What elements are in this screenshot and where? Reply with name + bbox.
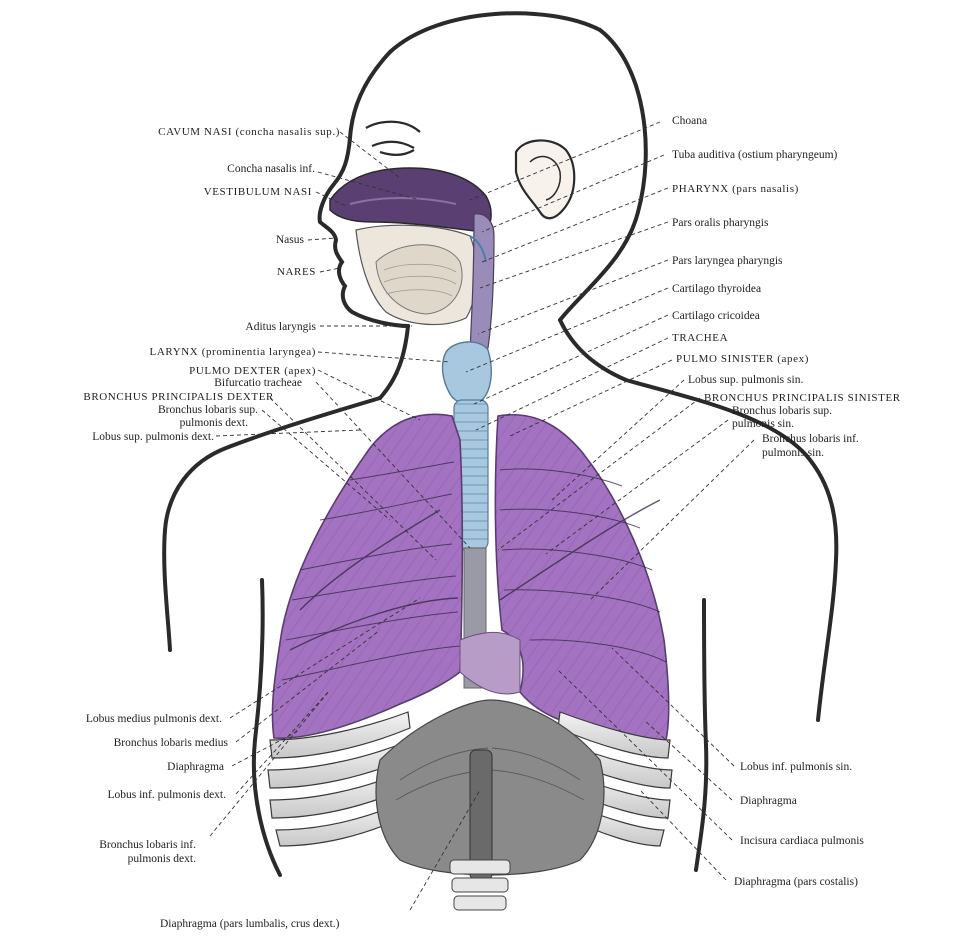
- label-lobus-medius-dext: Lobus medius pulmonis dext.: [86, 713, 222, 725]
- label-tuba-auditiva: Tuba auditiva (ostium pharyngeum): [672, 149, 838, 161]
- label-vestibulum-nasi: VESTIBULUM NASI: [204, 186, 312, 198]
- label-bronchus-lobaris-inf-dext-1: Bronchus lobaris inf.: [99, 839, 196, 851]
- label-choana: Choana: [672, 115, 707, 127]
- eye: [366, 122, 420, 155]
- label-diaphragma-left: Diaphragma: [167, 761, 224, 773]
- label-pars-laryngea: Pars laryngea pharyngis: [672, 255, 783, 267]
- ear: [516, 140, 574, 218]
- label-bronchus-principalis-sinister: BRONCHUS PRINCIPALIS SINISTER: [704, 392, 901, 404]
- arm-inner-right-outline: [696, 600, 706, 870]
- label-bronchus-lobaris-sup-dext-1: Bronchus lobaris sup.: [158, 404, 258, 416]
- label-lobus-sup-dext: Lobus sup. pulmonis dext.: [92, 431, 214, 443]
- label-concha-nasalis-inf: Concha nasalis inf.: [227, 163, 315, 175]
- larynx: [443, 342, 492, 404]
- label-bronchus-lobaris-sup-dext-2: pulmonis dext.: [180, 417, 248, 429]
- label-diaphragma-right: Diaphragma: [740, 795, 797, 807]
- left-lung: [495, 415, 668, 740]
- label-aditus-laryngis: Aditus laryngis: [245, 321, 316, 333]
- label-lobus-sup-sin: Lobus sup. pulmonis sin.: [688, 374, 803, 386]
- label-bronchus-lobaris-inf-dext-2: pulmonis dext.: [128, 853, 196, 865]
- neck-left-outline: [380, 326, 408, 398]
- label-pars-oralis: Pars oralis pharyngis: [672, 217, 769, 229]
- label-nasus: Nasus: [276, 234, 305, 246]
- labels-bottom: Diaphragma (pars lumbalis, crus dext.): [160, 918, 340, 930]
- vertebrae: [450, 860, 510, 910]
- oral-cavity: [356, 225, 476, 324]
- label-bronchus-lobaris-sup-sin-2: pulmonis sin.: [732, 418, 794, 430]
- label-bronchus-principalis-dexter: BRONCHUS PRINCIPALIS DEXTER: [83, 391, 274, 403]
- label-diaphragma-pars-costalis: Diaphragma (pars costalis): [734, 876, 858, 888]
- label-lobus-inf-dext: Lobus inf. pulmonis dext.: [107, 789, 226, 801]
- label-incisura-cardiaca: Incisura cardiaca pulmonis: [740, 835, 864, 847]
- label-pulmo-dexter: PULMO DEXTER (apex): [189, 365, 316, 377]
- label-nares: NARES: [277, 266, 316, 278]
- label-diaphragma-pars-lumbalis: Diaphragma (pars lumbalis, crus dext.): [160, 918, 340, 930]
- label-bronchus-lobaris-medius: Bronchus lobaris medius: [114, 737, 229, 749]
- label-pulmo-sinister: PULMO SINISTER (apex): [676, 353, 809, 365]
- label-cartilago-cricoidea: Cartilago cricoidea: [672, 310, 760, 322]
- label-trachea: TRACHEA: [672, 332, 728, 344]
- label-cavum-nasi: CAVUM NASI (concha nasalis sup.): [158, 126, 340, 138]
- label-bronchus-lobaris-sup-sin-1: Bronchus lobaris sup.: [732, 405, 832, 417]
- label-bronchus-lobaris-inf-sin-2: pulmonis sin.: [762, 447, 824, 459]
- right-lung: [272, 414, 462, 738]
- label-lobus-inf-sin: Lobus inf. pulmonis sin.: [740, 761, 852, 773]
- label-bifurcatio-tracheae: Bifurcatio tracheae: [214, 377, 302, 389]
- label-pharynx: PHARYNX (pars nasalis): [672, 183, 799, 195]
- label-larynx: LARYNX (prominentia laryngea): [150, 346, 316, 358]
- label-bronchus-lobaris-inf-sin-1: Bronchus lobaris inf.: [762, 433, 859, 445]
- label-cartilago-thyroidea: Cartilago thyroidea: [672, 283, 761, 295]
- nasal-cavity: [330, 168, 491, 232]
